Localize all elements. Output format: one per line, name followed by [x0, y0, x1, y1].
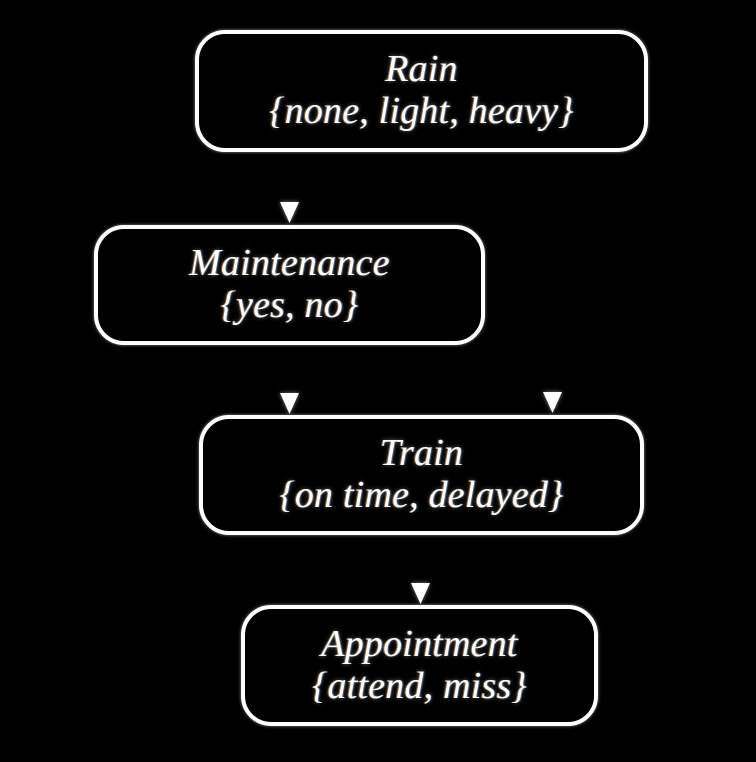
edge-maintenance-to-train — [270, 345, 308, 417]
edge-shaft — [417, 535, 423, 585]
node-rain-name: Rain — [385, 48, 458, 91]
edge-shaft — [286, 345, 292, 395]
edge-rain-to-train — [533, 152, 571, 416]
edge-rain-to-maintenance — [270, 152, 308, 226]
node-appointment[interactable]: Appointment {attend, miss} — [241, 605, 598, 726]
arrowhead — [543, 392, 562, 413]
edge-train-to-appointment — [401, 535, 439, 607]
arrowhead — [411, 583, 430, 604]
node-train[interactable]: Train {on time, delayed} — [199, 415, 644, 535]
node-appointment-name: Appointment — [321, 622, 518, 665]
node-appointment-values: {attend, miss} — [312, 664, 527, 707]
edge-shaft — [549, 152, 555, 394]
node-maintenance-name: Maintenance — [189, 242, 390, 285]
node-train-name: Train — [379, 432, 464, 475]
edge-shaft — [286, 152, 292, 204]
node-maintenance[interactable]: Maintenance {yes, no} — [94, 225, 485, 345]
arrowhead — [280, 202, 299, 223]
arrowhead — [280, 393, 299, 414]
node-rain[interactable]: Rain {none, light, heavy} — [195, 30, 648, 152]
node-rain-values: {none, light, heavy} — [269, 90, 574, 132]
node-maintenance-values: {yes, no} — [220, 284, 359, 326]
node-train-values: {on time, delayed} — [279, 474, 564, 516]
